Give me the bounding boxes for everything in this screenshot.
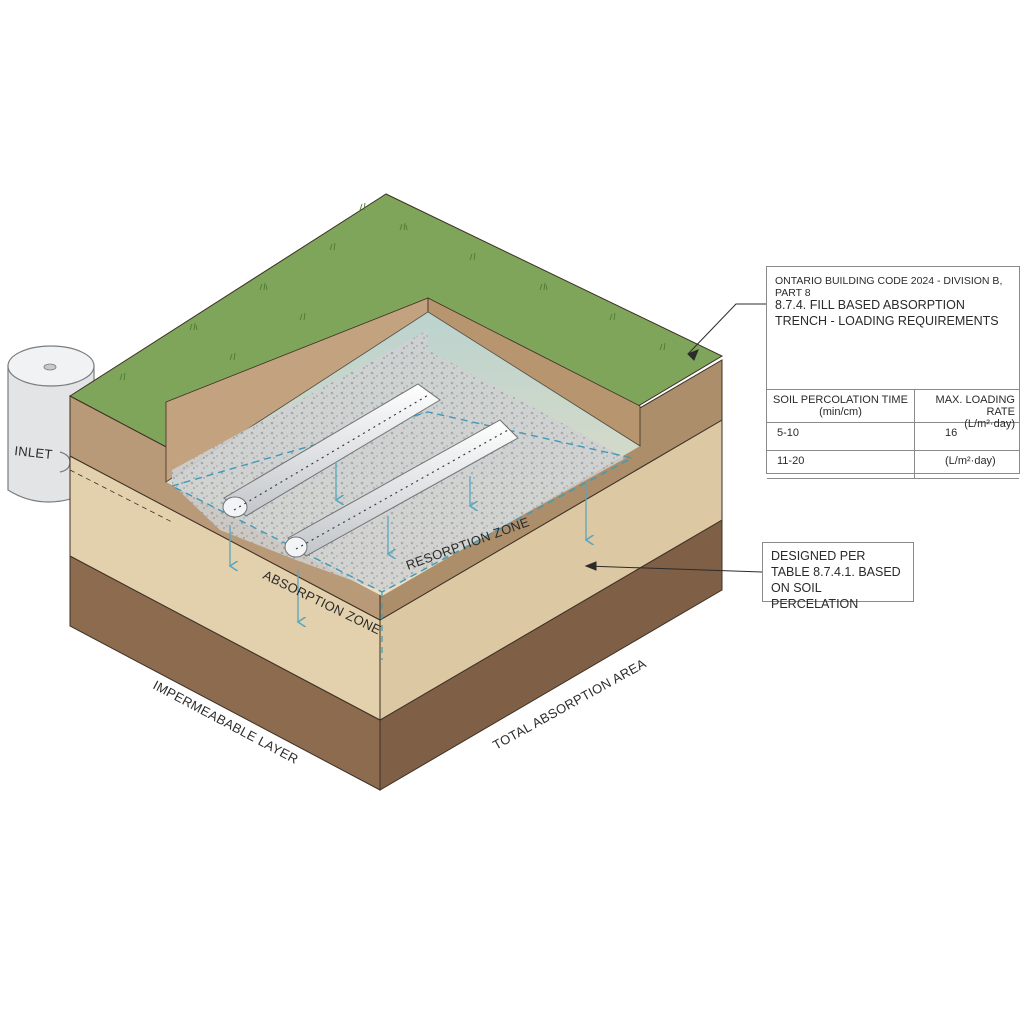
- code-table: ONTARIO BUILDING CODE 2024 - DIVISION B,…: [766, 266, 1020, 479]
- row-1-percolation: 5-10: [767, 423, 915, 450]
- table-row: 5-10 16: [767, 423, 1019, 451]
- grass-tufts: [119, 202, 666, 381]
- table-row: 11-20 (L/m²·day): [767, 451, 1019, 479]
- header-percolation: SOIL PERCOLATION TIME (min/cm): [767, 390, 915, 422]
- row-2-loading-rate: (L/m²·day): [945, 455, 996, 467]
- distribution-pipe-2: [284, 419, 519, 558]
- row-1-loading-rate: 16: [945, 427, 958, 439]
- section-title: 8.7.4. FILL BASED ABSORPTION TRENCH - LO…: [775, 298, 999, 328]
- inlet-label: INLET: [14, 443, 54, 462]
- distribution-pipe-1: [222, 383, 441, 518]
- loading-table: SOIL PERCOLATION TIME (min/cm) MAX. LOAD…: [767, 389, 1019, 479]
- leader-lines: [584, 303, 766, 573]
- table-header-row: SOIL PERCOLATION TIME (min/cm) MAX. LOAD…: [767, 390, 1019, 430]
- soil-block: [69, 193, 724, 791]
- flow-arrows: [230, 462, 586, 622]
- row-2-percolation: 11-20: [767, 451, 915, 478]
- design-note: DESIGNED PER TABLE 8.7.4.1. BASED ON SOI…: [762, 542, 914, 611]
- header-loading-rate: MAX. LOADING RATE (L/m²·day): [935, 394, 1015, 430]
- code-reference: ONTARIO BUILDING CODE 2024 - DIVISION B,…: [775, 275, 1003, 299]
